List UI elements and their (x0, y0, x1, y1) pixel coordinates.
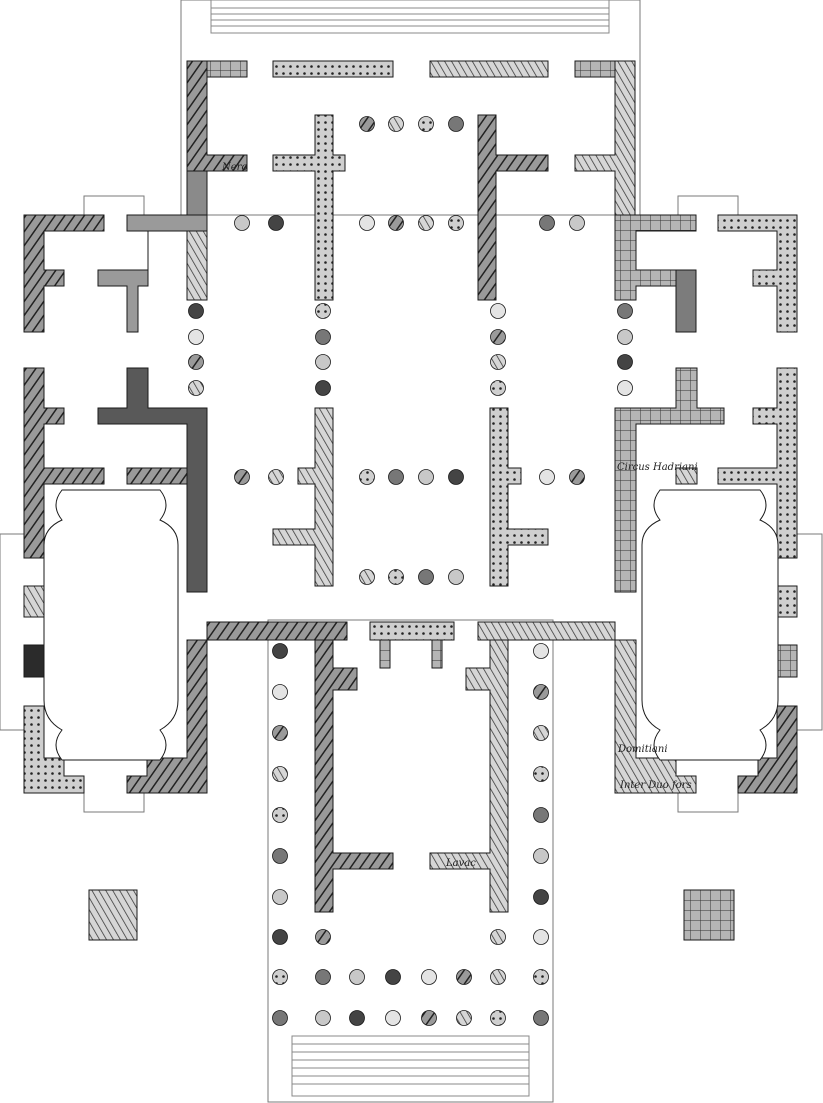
column-icon (617, 303, 633, 319)
map-label-lavac: Lavac (445, 858, 476, 869)
column-icon (490, 354, 506, 370)
column-icon (272, 889, 288, 905)
column-icon (388, 469, 404, 485)
column-icon (272, 766, 288, 782)
map-labels: Nero Circus Hadriani Domitiani Inter Duo… (221, 162, 698, 869)
column-icon (533, 889, 549, 905)
column-icon (448, 116, 464, 132)
column-icon (490, 329, 506, 345)
column-icon (448, 569, 464, 585)
columns (188, 116, 633, 1026)
column-icon (421, 969, 437, 985)
west-chapel (43, 489, 179, 761)
column-icon (448, 215, 464, 231)
column-icon (490, 969, 506, 985)
column-icon (272, 929, 288, 945)
column-icon (569, 215, 585, 231)
column-icon (188, 329, 204, 345)
column-icon (533, 684, 549, 700)
column-icon (388, 215, 404, 231)
column-icon (490, 1010, 506, 1026)
column-icon (569, 469, 585, 485)
column-icon (539, 469, 555, 485)
map-label-inter-duo-fors: Inter Duo fors (619, 780, 692, 791)
column-icon (388, 569, 404, 585)
column-icon (421, 1010, 437, 1026)
north-staircase (210, 0, 610, 34)
column-icon (188, 380, 204, 396)
column-icon (315, 329, 331, 345)
column-icon (418, 116, 434, 132)
column-icon (617, 354, 633, 370)
walls (23, 60, 798, 941)
column-icon (385, 1010, 401, 1026)
column-icon (418, 215, 434, 231)
column-icon (456, 969, 472, 985)
column-icon (490, 380, 506, 396)
column-icon (617, 329, 633, 345)
column-icon (533, 807, 549, 823)
column-icon (418, 569, 434, 585)
column-icon (315, 1010, 331, 1026)
column-icon (533, 929, 549, 945)
column-icon (268, 469, 284, 485)
column-icon (188, 303, 204, 319)
column-icon (315, 380, 331, 396)
south-staircase (291, 1035, 530, 1097)
column-icon (272, 969, 288, 985)
column-icon (490, 303, 506, 319)
column-icon (272, 725, 288, 741)
column-icon (539, 215, 555, 231)
column-icon (533, 969, 549, 985)
map-label-nero: Nero (221, 162, 247, 173)
column-icon (268, 215, 284, 231)
column-icon (315, 354, 331, 370)
column-icon (272, 848, 288, 864)
column-icon (315, 929, 331, 945)
column-icon (234, 469, 250, 485)
column-icon (188, 354, 204, 370)
column-icon (456, 1010, 472, 1026)
column-icon (349, 1010, 365, 1026)
column-icon (490, 929, 506, 945)
map-label-circus-hadriani: Circus Hadriani (617, 462, 698, 473)
map-label-domitiani: Domitiani (617, 744, 668, 755)
column-icon (385, 969, 401, 985)
column-icon (418, 469, 434, 485)
column-icon (315, 969, 331, 985)
column-icon (533, 766, 549, 782)
column-icon (349, 969, 365, 985)
column-icon (315, 303, 331, 319)
column-icon (272, 1010, 288, 1026)
column-icon (359, 215, 375, 231)
column-icon (359, 469, 375, 485)
column-icon (272, 684, 288, 700)
column-icon (272, 807, 288, 823)
column-icon (533, 643, 549, 659)
column-icon (388, 116, 404, 132)
column-icon (359, 569, 375, 585)
column-icon (272, 643, 288, 659)
column-icon (617, 380, 633, 396)
column-icon (234, 215, 250, 231)
column-icon (533, 1010, 549, 1026)
east-chapel (641, 489, 779, 761)
column-icon (448, 469, 464, 485)
column-icon (533, 725, 549, 741)
column-icon (533, 848, 549, 864)
column-icon (359, 116, 375, 132)
